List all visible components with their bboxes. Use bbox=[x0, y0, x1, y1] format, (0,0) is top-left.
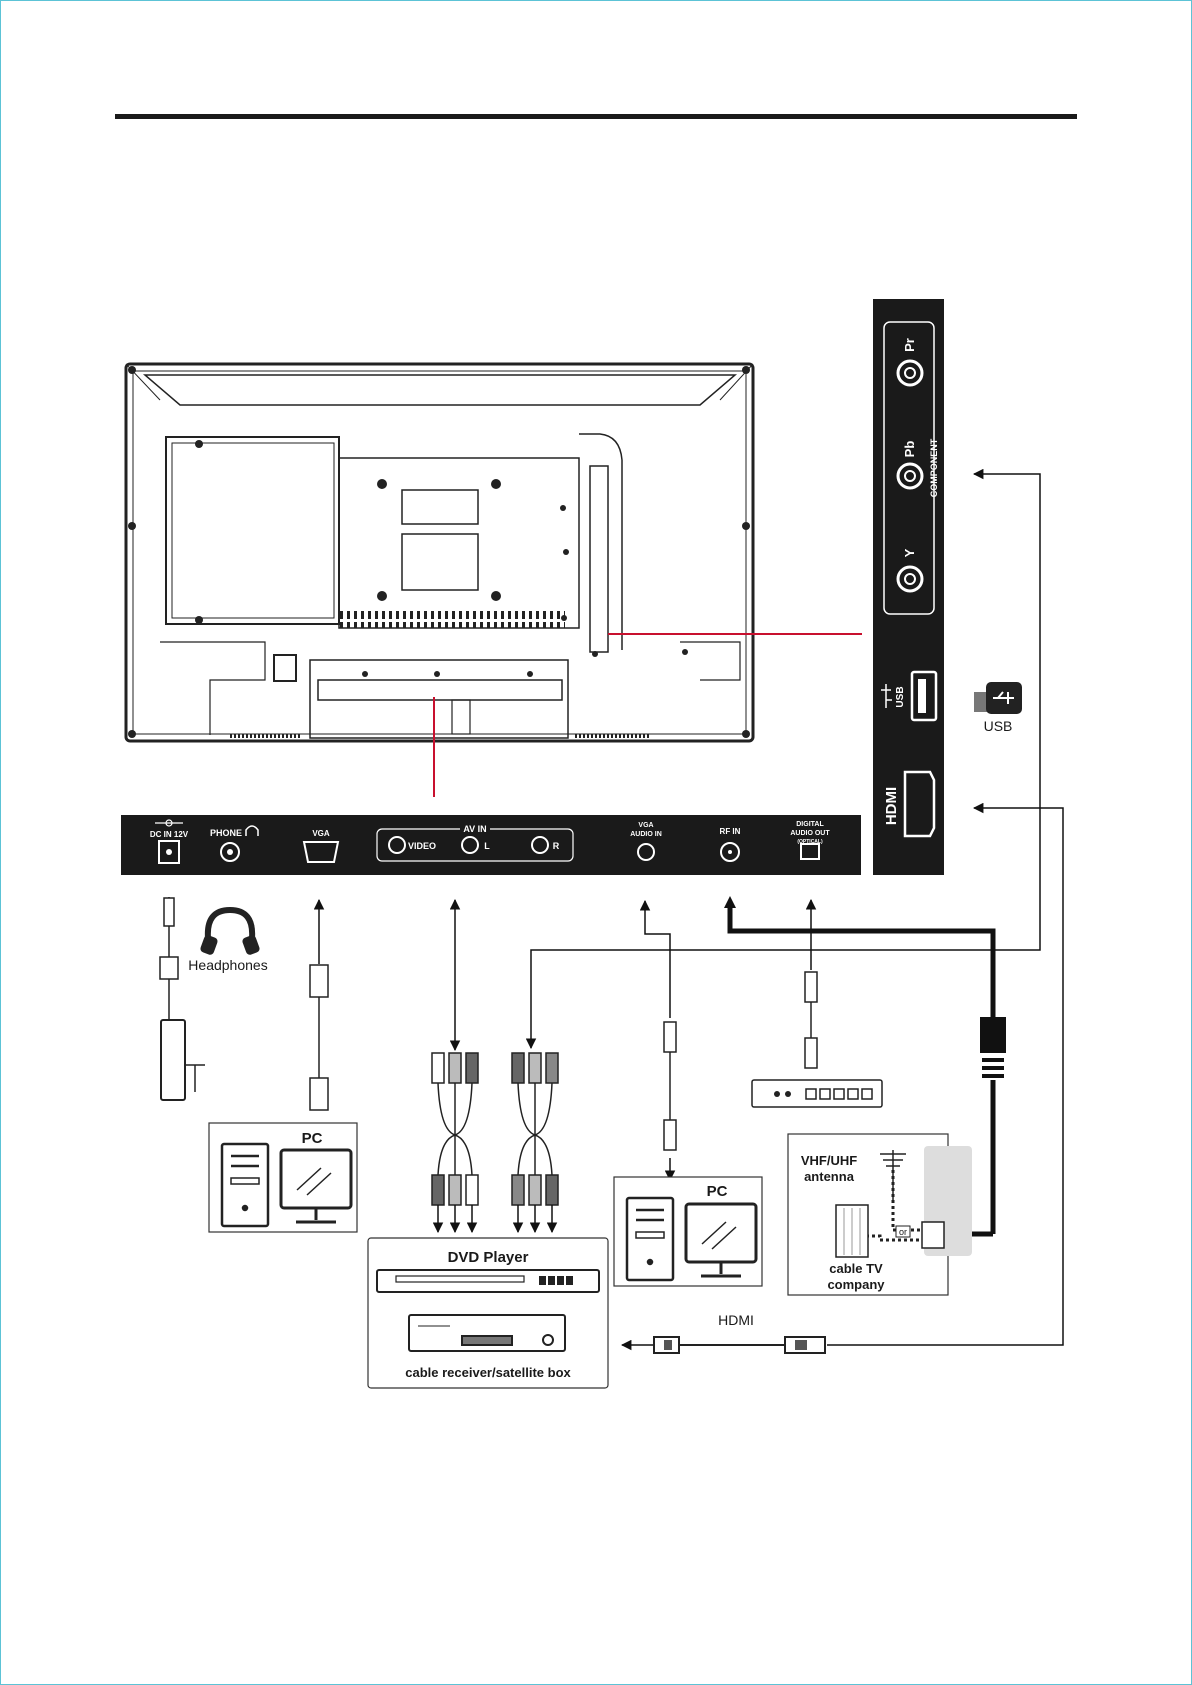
label-av-in: AV IN bbox=[463, 824, 486, 834]
rf-in-center bbox=[728, 850, 732, 854]
connector-pc-audio bbox=[645, 901, 670, 1018]
rca-cable-av-icon bbox=[432, 1053, 478, 1205]
label-y: Y bbox=[902, 548, 917, 557]
optical-cable-icon bbox=[805, 972, 817, 1068]
tv-back-illustration bbox=[126, 364, 753, 741]
cable-co-label-1: cable TV bbox=[829, 1261, 883, 1276]
header-rule bbox=[115, 114, 1077, 119]
audio-amplifier-icon bbox=[752, 1080, 882, 1107]
audio-cable-icon bbox=[664, 1022, 676, 1150]
rca-arrows-to-dvd bbox=[438, 1205, 552, 1232]
rf-arrowhead bbox=[724, 896, 736, 908]
label-pr: Pr bbox=[902, 338, 917, 352]
phone-jack-center bbox=[227, 849, 233, 855]
pc-vga-label: PC bbox=[302, 1130, 323, 1147]
dvd-player-label: DVD Player bbox=[448, 1249, 529, 1266]
label-vga-audio-1: VGA bbox=[638, 822, 653, 829]
hdmi-cable-icon bbox=[654, 1337, 825, 1353]
label-digital-2: AUDIO OUT bbox=[790, 830, 830, 837]
usb-stick-icon bbox=[974, 682, 1022, 714]
label-digital-3: (OPTICAL) bbox=[797, 839, 823, 845]
cable-co-label-2: company bbox=[827, 1277, 885, 1292]
label-video: VIDEO bbox=[408, 841, 436, 851]
rca-cable-component-icon bbox=[512, 1053, 558, 1205]
label-rf-in: RF IN bbox=[720, 827, 741, 836]
tv-screws bbox=[128, 366, 750, 738]
wall-outlet-icon bbox=[922, 1222, 944, 1248]
bottom-panel bbox=[121, 815, 861, 875]
label-hdmi-port: HDMI bbox=[883, 787, 900, 825]
label-vga: VGA bbox=[312, 829, 330, 838]
label-phone: PHONE bbox=[210, 828, 242, 838]
label-pb: Pb bbox=[902, 441, 917, 458]
antenna-label-1: VHF/UHF bbox=[801, 1153, 857, 1168]
label-dc-in: DC IN 12V bbox=[150, 830, 189, 839]
rf-plug-fins-icon bbox=[982, 1060, 1004, 1076]
cable-building-icon bbox=[836, 1205, 868, 1257]
pc-audio-label: PC bbox=[707, 1183, 728, 1200]
usb-port-tongue bbox=[918, 679, 926, 713]
label-right: R bbox=[553, 841, 560, 851]
hdmi-cable-label: HDMI bbox=[718, 1312, 754, 1328]
power-adapter-icon bbox=[160, 897, 205, 1100]
label-vga-audio-2: AUDIO IN bbox=[630, 831, 662, 838]
headphones-icon bbox=[199, 910, 260, 956]
label-digital-1: DIGITAL bbox=[796, 821, 824, 828]
or-label: or bbox=[899, 1227, 907, 1237]
antenna-label-2: antenna bbox=[804, 1169, 855, 1184]
label-usb-port: USB bbox=[895, 686, 906, 707]
vga-cable-icon bbox=[310, 965, 328, 1110]
rf-plug-icon bbox=[980, 1017, 1006, 1053]
label-component: COMPONENT bbox=[929, 438, 939, 497]
connector-rf-cable bbox=[730, 904, 993, 1017]
usb-device-label: USB bbox=[984, 718, 1013, 734]
label-left: L bbox=[484, 841, 490, 851]
headphones-label: Headphones bbox=[188, 957, 267, 973]
cable-receiver-label: cable receiver/satellite box bbox=[405, 1365, 571, 1380]
